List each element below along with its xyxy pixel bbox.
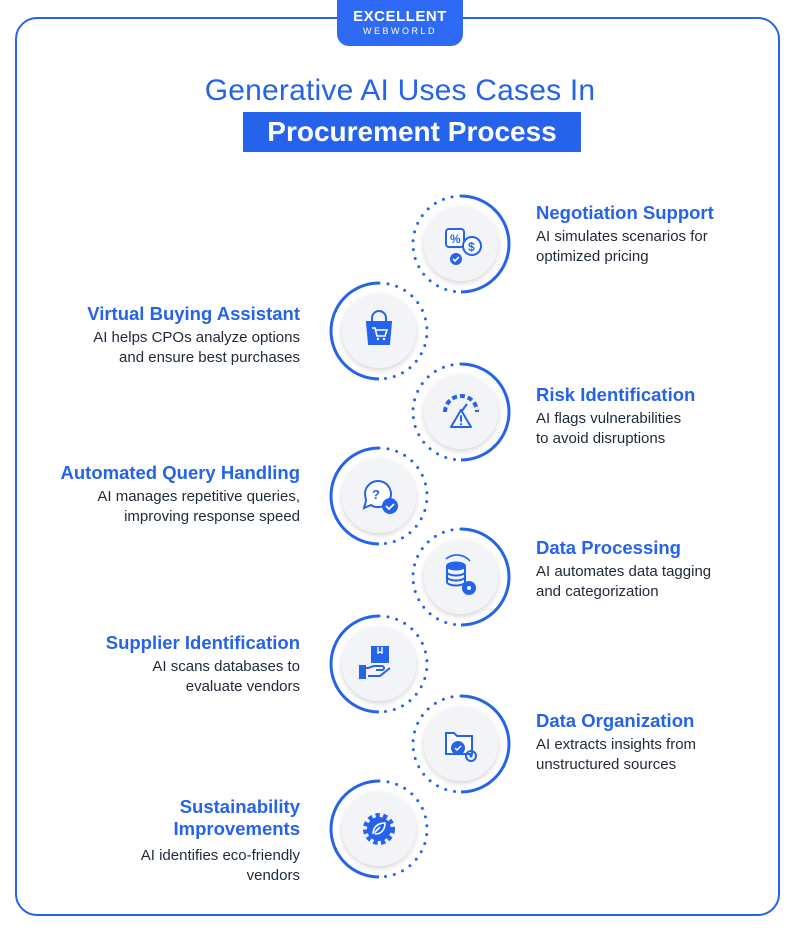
brand-logo-line1: EXCELLENT	[353, 8, 447, 25]
database-gear-icon	[445, 554, 476, 595]
use-case-data-processing: Data Processing AI automates data taggin…	[536, 537, 786, 602]
use-case-virtual-buying-assistant: Virtual Buying Assistant AI helps CPOs a…	[0, 303, 300, 368]
folder-gear-icon	[445, 732, 477, 762]
supplier-hand-icon	[359, 646, 391, 679]
node-data-processing	[411, 527, 511, 627]
use-case-risk-identification: Risk Identification AI flags vulnerabili…	[536, 384, 786, 449]
use-case-title: Risk Identification	[536, 384, 696, 405]
use-case-description: AI manages repetitive queries,improving …	[97, 488, 300, 525]
query-bubble-icon: ?	[362, 480, 398, 514]
node-sustainability-improvements	[329, 779, 429, 879]
node-negotiation-support: % $	[411, 194, 511, 294]
risk-gauge-icon	[443, 394, 479, 428]
use-case-title: Data Organization	[536, 710, 695, 731]
node-automated-query-handling: ?	[329, 446, 429, 546]
use-case-title: Virtual Buying Assistant	[87, 303, 300, 324]
eco-gear-icon	[363, 813, 395, 845]
use-case-automated-query-handling: Automated Query Handling AI manages repe…	[0, 462, 301, 527]
node-risk-identification	[411, 362, 511, 462]
page-title-highlight: Procurement Process	[243, 112, 581, 152]
use-case-data-organization: Data Organization AI extracts insights f…	[536, 710, 786, 775]
node-data-organization	[411, 694, 511, 794]
svg-text:$: $	[468, 240, 475, 254]
use-case-title: Data Processing	[536, 537, 681, 558]
shopping-bag-icon	[365, 310, 393, 345]
use-case-title: Negotiation Support	[536, 202, 714, 223]
negotiation-icon: % $	[445, 228, 482, 265]
svg-text:%: %	[450, 232, 461, 246]
page-title: Generative AI Uses Cases In	[204, 74, 596, 107]
brand-logo-line2: WEBWORLD	[363, 26, 437, 36]
node-supplier-identification	[329, 614, 429, 714]
use-case-negotiation-support: Negotiation Support AI simulates scenari…	[536, 202, 786, 267]
use-case-supplier-identification: Supplier Identification AI scans databas…	[0, 632, 300, 697]
node-virtual-buying-assistant	[329, 281, 429, 381]
svg-text:?: ?	[372, 487, 380, 502]
use-case-title: Supplier Identification	[105, 632, 300, 653]
brand-logo: EXCELLENT WEBWORLD	[337, 0, 463, 46]
use-case-title: Automated Query Handling	[60, 462, 301, 483]
